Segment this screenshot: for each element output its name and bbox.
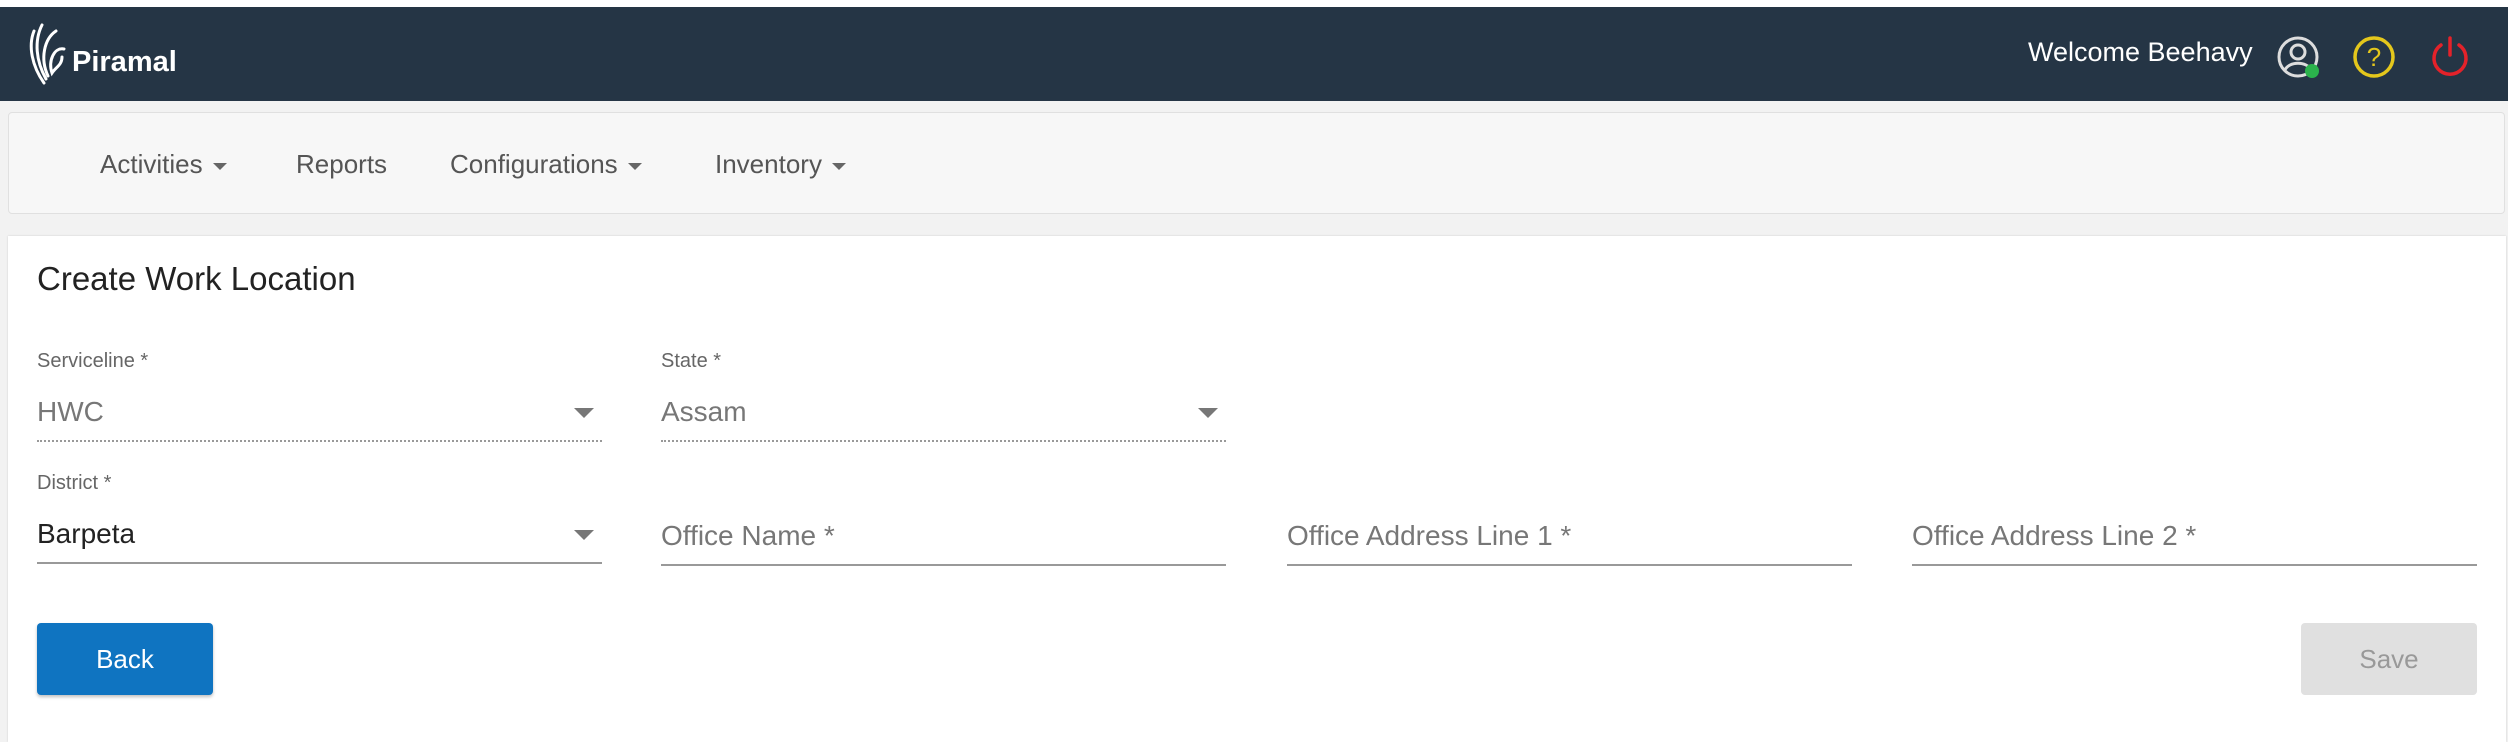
- svg-text:?: ?: [2367, 42, 2381, 72]
- caret-down-icon: [627, 162, 642, 170]
- address2-placeholder: Office Address Line 2 *: [1912, 520, 2197, 551]
- serviceline-value: HWC: [37, 396, 104, 427]
- field-underline: [37, 440, 602, 442]
- field-underline: [37, 562, 602, 564]
- serviceline-label: Serviceline *: [37, 350, 149, 372]
- state-value: Assam: [661, 396, 747, 427]
- main-nav: Activities Reports Configurations Invent…: [8, 112, 2505, 214]
- nav-label: Reports: [296, 149, 388, 179]
- user-profile-icon[interactable]: [2276, 35, 2322, 81]
- nav-configurations[interactable]: Configurations: [450, 149, 642, 180]
- nav-reports[interactable]: Reports: [296, 149, 387, 180]
- office-address-line1-input[interactable]: Office Address Line 1 *: [1287, 468, 1852, 568]
- field-underline: [1287, 564, 1852, 566]
- page-title: Create Work Location: [37, 260, 356, 297]
- nav-label: Inventory: [715, 149, 822, 179]
- state-label: State *: [661, 350, 722, 372]
- dropdown-arrow-icon: [574, 530, 594, 540]
- nav-label: Configurations: [450, 149, 618, 179]
- app-header: Piramal Welcome Beehavy ?: [0, 7, 2508, 101]
- nav-activities[interactable]: Activities: [100, 149, 227, 180]
- help-icon[interactable]: ?: [2352, 35, 2396, 79]
- top-strip: [0, 0, 2508, 7]
- field-underline: [661, 440, 1226, 442]
- caret-down-icon: [212, 162, 227, 170]
- address1-placeholder: Office Address Line 1 *: [1287, 520, 1572, 551]
- office-address-line2-input[interactable]: Office Address Line 2 *: [1912, 468, 2477, 568]
- create-work-location-card: Create Work Location Serviceline * HWC S…: [8, 236, 2506, 742]
- welcome-text: Welcome Beehavy: [2028, 37, 2253, 67]
- nav-label: Activities: [100, 149, 203, 179]
- district-select[interactable]: District * Barpeta: [37, 468, 602, 568]
- piramal-logo: Piramal: [26, 21, 177, 91]
- back-button[interactable]: Back: [37, 623, 213, 695]
- field-underline: [1912, 564, 2477, 566]
- district-label: District *: [37, 472, 112, 494]
- save-button[interactable]: Save: [2301, 623, 2477, 695]
- serviceline-select[interactable]: Serviceline * HWC: [37, 346, 602, 446]
- nav-inventory[interactable]: Inventory: [715, 149, 846, 180]
- state-select[interactable]: State * Assam: [661, 346, 1226, 446]
- field-underline: [661, 564, 1226, 566]
- caret-down-icon: [831, 162, 846, 170]
- district-value: Barpeta: [37, 518, 136, 549]
- office-name-placeholder: Office Name *: [661, 520, 835, 551]
- office-name-input[interactable]: Office Name *: [661, 468, 1226, 568]
- brand-name: Piramal: [72, 46, 177, 78]
- dropdown-arrow-icon: [574, 408, 594, 418]
- dropdown-arrow-icon: [1198, 408, 1218, 418]
- piramal-leaf-icon: [29, 23, 66, 85]
- power-icon[interactable]: [2428, 35, 2472, 79]
